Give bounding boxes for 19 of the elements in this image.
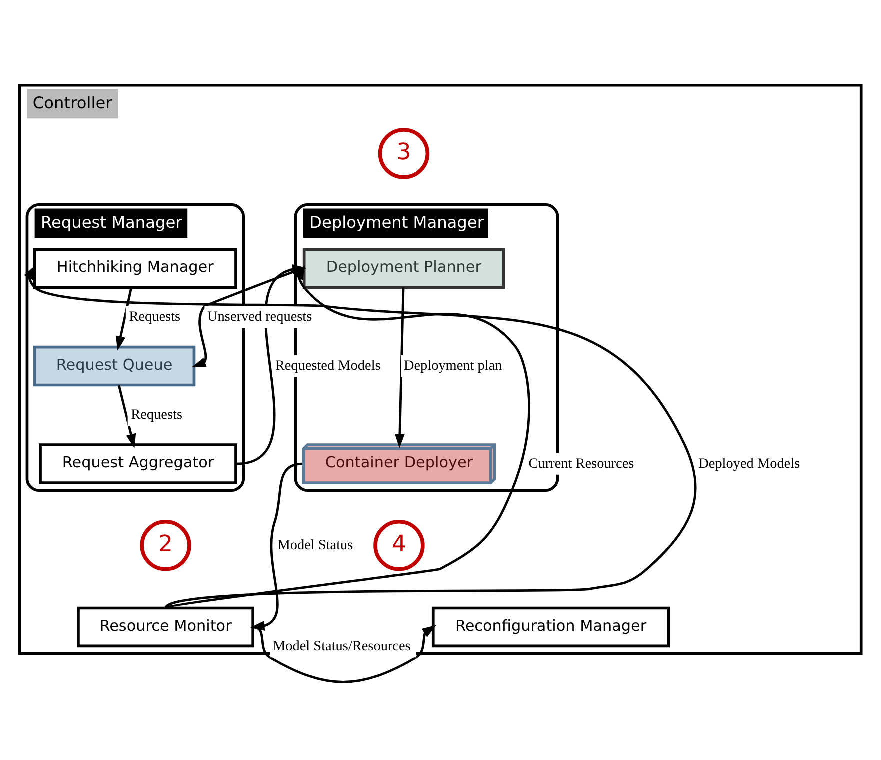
edge-label: Requests bbox=[131, 406, 182, 423]
arrow bbox=[252, 625, 436, 684]
edge-label: Deployment plan bbox=[404, 358, 502, 374]
node-circle: 2 bbox=[140, 520, 192, 572]
arrow bbox=[394, 288, 405, 448]
arrow bbox=[118, 385, 136, 448]
arrow bbox=[116, 288, 133, 351]
edge-label: Deployed Models bbox=[698, 456, 800, 472]
node-circle: 3 bbox=[378, 128, 430, 180]
node-box: Request Aggregator bbox=[39, 444, 238, 484]
node-box: Reconfiguration Manager bbox=[432, 606, 670, 648]
node-circle: 4 bbox=[374, 520, 425, 572]
node-box: Hitchhiking Manager bbox=[33, 248, 238, 289]
node-box: Deployment Planner bbox=[302, 248, 506, 289]
edge-label: Model Status/Resources bbox=[273, 638, 411, 654]
edge-label: Requests bbox=[129, 309, 181, 326]
node-box: Request Queue bbox=[33, 346, 196, 387]
node-box: Resource Monitor bbox=[77, 606, 254, 648]
edge-label: Model Status bbox=[278, 537, 354, 554]
